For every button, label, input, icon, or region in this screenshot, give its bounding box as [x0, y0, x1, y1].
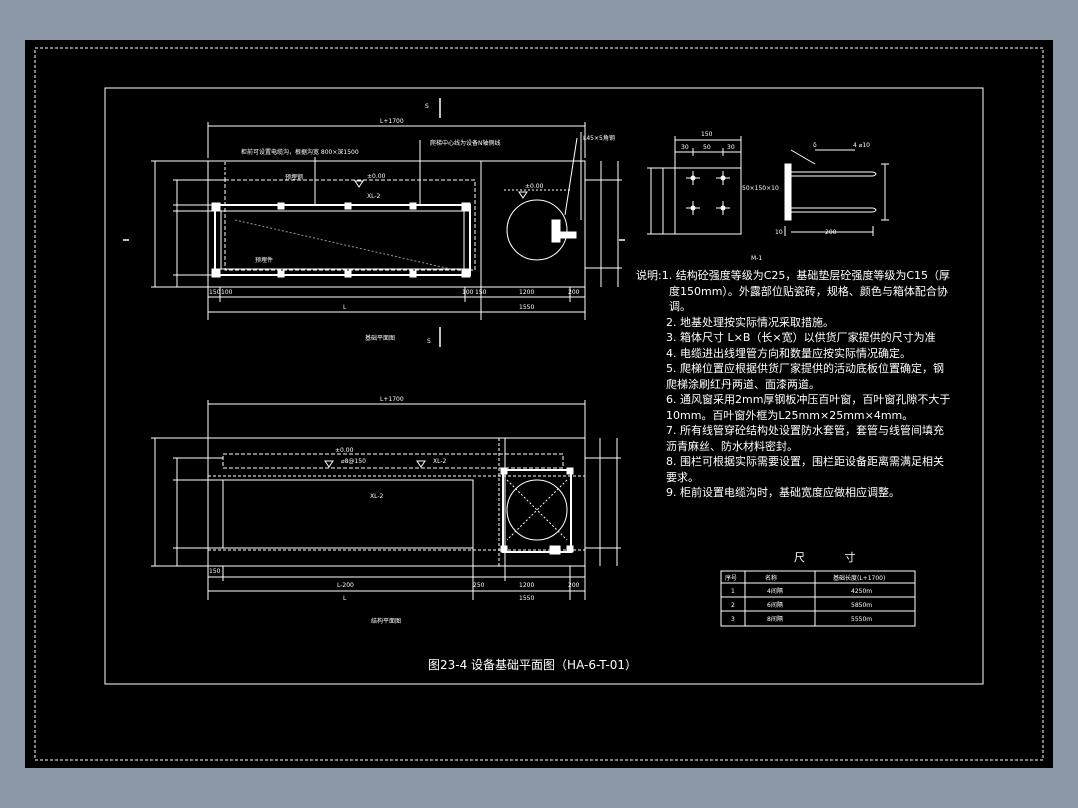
note-line-3: 3. 箱体尺寸 L×B（长×宽）以供货厂家提供的尺寸为准	[666, 331, 936, 344]
note-line-5: 5. 爬梯位置应根据供货厂家提供的活动底板位置确定，钢	[666, 362, 944, 375]
top-dim-5: 200	[568, 289, 580, 296]
detail-bottom-b: 200	[825, 229, 837, 236]
table-r2-c1: 6间隔	[767, 601, 783, 609]
table-header-2: 基础长度(L+1700)	[833, 574, 885, 582]
top-hatch-label: XL-2	[367, 193, 381, 200]
detail-m1	[647, 136, 889, 236]
bottom-level: ±0.00	[335, 447, 354, 454]
inner-frame	[104, 87, 984, 685]
bottom-dim-2: 250	[473, 582, 485, 589]
note-line-4: 4. 电缆进出线埋管方向和数量应按实际情况确定。	[666, 346, 911, 360]
table-r3-c1: 8间隔	[767, 615, 783, 623]
bottom-plan	[151, 400, 621, 600]
top-overall-dim: L+1700	[380, 118, 404, 125]
table-r3-c0: 3	[731, 616, 735, 623]
bottom-dim-4: 200	[568, 582, 580, 589]
detail-dim-c: 30	[727, 144, 735, 151]
table-header-0: 序号	[725, 574, 737, 582]
note-line-9: 9. 柜前设置电缆沟时，基础宽度应做相应调整。	[666, 486, 900, 499]
table-r1-c2: 4250m	[851, 588, 872, 595]
table-r1-c0: 1	[731, 588, 735, 595]
note-line-1: 说明:1. 结构砼强度等级为C25，基础垫层砼强度等级为C15（厚	[636, 269, 951, 282]
note-line-7: 7. 所有线管穿砼结构处设置防水套管，套管与线管间填充	[666, 424, 944, 437]
top-dim-1: 100	[221, 289, 233, 296]
top-dim-4: 1200	[519, 289, 534, 296]
note-line-1c: 调。	[669, 300, 691, 313]
top-dim-0: 150	[209, 289, 221, 296]
top-section-mark-2: S	[427, 338, 431, 345]
detail-dim-a: 30	[681, 144, 689, 151]
bottom-rebar-2: XL-2	[433, 458, 447, 465]
note-line-6b: 10mm。百叶窗外框为L25mm×25mm×4mm。	[666, 408, 914, 422]
top-level: ±0.00	[367, 173, 386, 180]
top-total-left: L	[343, 304, 347, 311]
detail-dim-b: 50	[703, 144, 711, 151]
detail-plate-label: δ	[813, 142, 817, 149]
top-note-ladder: 爬梯中心线为设备N轴侧线	[430, 139, 501, 147]
note-line-8: 8. 围栏可根据实际需要设置，围栏距设备距离需满足相关	[666, 455, 944, 468]
detail-side-label: 50×150×10	[742, 185, 779, 192]
cad-drawing: S L+1700 柜前可设置电缆沟，根据沟宽 800×深1500 爬梯中心线为设…	[34, 47, 1044, 761]
bottom-overall-dim: L+1700	[380, 396, 404, 403]
size-table-title: 尺 寸	[794, 551, 874, 564]
note-line-5b: 爬梯涂刷红丹两道、面漆两道。	[666, 377, 820, 391]
top-note-angle: L45×5角钢	[583, 134, 615, 142]
note-line-1b: 度150mm）。外露部位贴瓷砖，规格、颜色与箱体配合协	[669, 284, 948, 298]
detail-title: M-1	[751, 255, 762, 262]
top-section-mark: S	[425, 103, 429, 110]
note-line-2: 2. 地基处理按实际情况采取措施。	[666, 315, 834, 329]
top-level-right: ±0.00	[525, 183, 544, 190]
top-dim-2: 100	[462, 289, 474, 296]
top-hole-label: 预埋钢	[285, 173, 303, 181]
bottom-dim-0: 150	[209, 568, 221, 575]
bottom-beam-label: XL-2	[370, 493, 384, 500]
table-r2-c2: 5850m	[851, 602, 872, 609]
note-line-8b: 要求。	[666, 470, 699, 484]
bottom-dim-3: 1200	[519, 582, 534, 589]
bottom-total-right: 1550	[519, 595, 534, 602]
figure-caption: 图23-4 设备基础平面图（HA-6-T-01）	[428, 658, 638, 672]
note-line-7b: 沥青麻丝、防水材料密封。	[666, 439, 798, 453]
bottom-rebar-1: ⌀8@150	[341, 458, 366, 465]
design-notes: 说明:1. 结构砼强度等级为C25，基础垫层砼强度等级为C15（厚 度150mm…	[636, 268, 976, 501]
detail-bar-label: 4 ⌀10	[853, 142, 870, 149]
top-plan	[123, 98, 625, 347]
detail-bottom-a: 10	[775, 229, 783, 236]
drawing-canvas: S L+1700 柜前可设置电缆沟，根据沟宽 800×深1500 爬梯中心线为设…	[25, 40, 1053, 768]
top-note-cable: 柜前可设置电缆沟，根据沟宽 800×深1500	[241, 148, 359, 156]
bottom-total-left: L	[343, 595, 347, 602]
bottom-title: 结构平面图	[371, 617, 401, 625]
detail-dim-top: 150	[701, 131, 713, 138]
table-r3-c2: 5550m	[851, 616, 872, 623]
top-dim-3: 150	[475, 289, 487, 296]
size-table	[720, 570, 916, 627]
bottom-dim-1: L-200	[337, 582, 354, 589]
top-title: 基础平面图	[365, 334, 395, 342]
table-header-1: 名称	[765, 574, 777, 582]
top-ladder-label: 预埋件	[255, 256, 273, 264]
note-line-6: 6. 通风窗采用2mm厚钢板冲压百叶窗，百叶窗孔隙不大于	[666, 393, 951, 406]
table-r2-c0: 2	[731, 602, 735, 609]
table-r1-c1: 4间隔	[767, 587, 783, 595]
top-total-right: 1550	[519, 304, 534, 311]
